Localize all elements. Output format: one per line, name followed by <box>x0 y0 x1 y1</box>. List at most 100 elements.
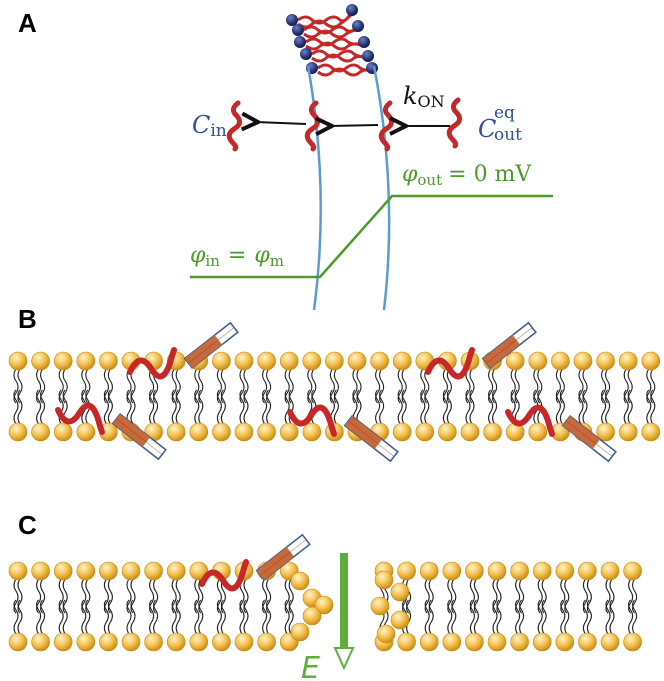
lipid-head <box>8 422 28 442</box>
lipid-head <box>166 561 186 581</box>
lipid-tails <box>126 389 136 425</box>
lipid-cluster-icon <box>286 4 378 77</box>
lipid-tails <box>442 368 452 404</box>
micelle-tail <box>303 28 359 39</box>
lipid-bilayer-c <box>8 561 642 652</box>
lipid-head <box>212 632 231 652</box>
lipid-head <box>390 610 410 630</box>
field-arrow-shaft <box>340 553 348 648</box>
lipid-head <box>487 561 507 581</box>
lipid-head <box>483 422 502 442</box>
lipid-tails <box>375 389 385 425</box>
micelle-head <box>346 4 358 16</box>
lipid-tails <box>628 599 638 635</box>
lipid-tails <box>515 578 525 614</box>
lipid-tails <box>578 389 588 425</box>
lipid-tails <box>81 368 91 404</box>
lipid-tails <box>36 578 46 614</box>
lipid-tails <box>126 368 136 404</box>
lipid-tails <box>628 578 638 614</box>
lipid-tails <box>537 578 547 614</box>
lipid-head <box>573 351 593 371</box>
lipid-head <box>438 422 457 442</box>
lipid-head <box>212 422 231 442</box>
lipid-tails <box>103 578 113 614</box>
lipid-tails <box>58 368 68 404</box>
lipid-tails <box>582 578 592 614</box>
lipid-head <box>623 632 642 652</box>
lipid-head <box>600 561 620 581</box>
lipid-tails <box>36 368 46 404</box>
lipid-tails <box>149 389 159 425</box>
k-on-label: kON <box>403 82 445 111</box>
lipid-head <box>618 351 638 371</box>
lipid-head <box>532 632 552 652</box>
lipid-head <box>8 351 28 371</box>
micelle-tail <box>305 41 365 51</box>
c-out-eq-superscript: eq <box>494 103 515 123</box>
lipid-tails <box>375 368 385 404</box>
lipid-tails <box>447 578 457 614</box>
lipid-tails <box>262 389 272 425</box>
lipid-tails <box>469 578 479 614</box>
lipid-head <box>370 351 389 371</box>
lipid-tails <box>149 599 159 635</box>
lipid-tails <box>515 599 525 635</box>
lipid-head <box>419 632 439 652</box>
lipid-tails <box>81 578 91 614</box>
lipid-head <box>144 632 163 652</box>
lipid-tails <box>194 368 204 404</box>
lipid-head <box>302 422 322 442</box>
lipid-tails <box>194 599 204 635</box>
lipid-head <box>290 622 310 642</box>
lipid-tails <box>424 578 434 614</box>
panel-c-letter: C <box>18 510 37 540</box>
lipid-head <box>76 351 96 371</box>
lipid-tails <box>284 389 294 425</box>
peptide-in-icon <box>229 103 239 149</box>
lipid-tails <box>239 368 249 404</box>
lipid-tails <box>510 368 520 404</box>
lipid-tails <box>194 389 204 425</box>
lipid-head <box>166 632 186 652</box>
lipid-tails <box>424 599 434 635</box>
lipid-head <box>257 351 276 371</box>
lipid-tails <box>420 368 430 404</box>
lipid-head <box>76 632 96 652</box>
lipid-head <box>419 561 439 581</box>
phi-out-label: φout= 0 mV <box>402 162 532 189</box>
micelle-head <box>352 20 364 32</box>
lipid-head <box>528 422 548 442</box>
c-in-label: Cin <box>192 111 227 141</box>
lipid-tails <box>58 599 68 635</box>
lipid-head <box>31 561 50 581</box>
lipid-tails <box>284 578 294 614</box>
lipid-head <box>397 561 416 581</box>
lipid-tails <box>646 389 656 425</box>
lipid-tails <box>560 578 570 614</box>
peptide-membrane-inner-icon <box>307 103 317 149</box>
lipid-head <box>31 351 50 371</box>
lipid-head <box>53 351 73 371</box>
lipid-head <box>99 561 118 581</box>
lipid-tails <box>239 389 249 425</box>
lipid-head <box>234 351 254 371</box>
lipid-tails <box>239 599 249 635</box>
lipid-head <box>510 561 529 581</box>
lipid-tails <box>81 599 91 635</box>
micelle-head <box>358 36 370 48</box>
lipid-head <box>53 632 73 652</box>
lipid-head <box>370 596 390 616</box>
lipid-head <box>234 422 254 442</box>
micelle-head <box>300 48 312 60</box>
lipid-tails <box>605 599 615 635</box>
lipid-head <box>555 632 575 652</box>
lipid-head <box>623 561 642 581</box>
lipid-head <box>578 561 597 581</box>
lipid-tails <box>262 599 272 635</box>
lipid-tails <box>488 368 498 404</box>
lipid-head <box>510 632 529 652</box>
micelle-tail <box>311 53 369 63</box>
lipid-head <box>53 561 73 581</box>
